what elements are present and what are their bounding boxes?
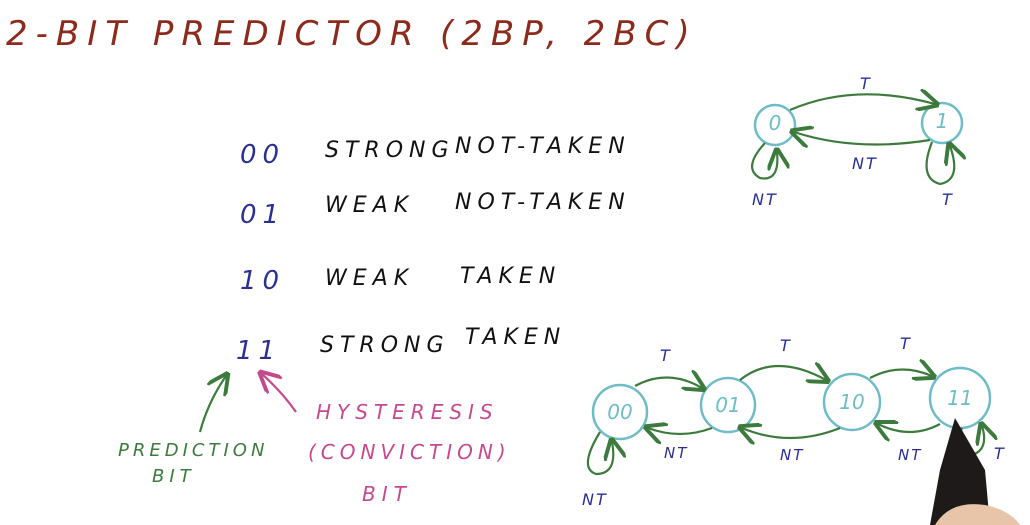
edge-t-10-11	[869, 369, 932, 378]
page-subtitle: (2BP, 2BC)	[440, 14, 698, 54]
hysteresis-bit-label: HYSTERESIS	[316, 400, 499, 424]
hand-shape	[935, 504, 1020, 525]
state-label: NOT-TAKEN	[455, 134, 631, 159]
edge-nt	[794, 132, 931, 145]
edge-nt-10-01	[742, 428, 841, 438]
self-label-t: T	[942, 190, 952, 209]
hysteresis-bit-label: BIT	[362, 482, 412, 506]
edge-label-t: T	[780, 336, 790, 355]
node-label-11: 11	[947, 386, 973, 410]
state-label: TAKEN	[465, 325, 567, 350]
state-label: WEAK	[325, 266, 415, 291]
state-code: 01	[240, 200, 286, 230]
edge-t-00-01	[634, 377, 702, 388]
edge-label-t: T	[660, 346, 670, 365]
pen-shape	[930, 418, 990, 525]
prediction-bit-label: PREDICTION	[118, 440, 269, 461]
state-code: 10	[240, 266, 286, 296]
prediction-bit-label: BIT	[152, 466, 196, 487]
self-label-t: T	[994, 444, 1004, 463]
node-01	[699, 376, 757, 434]
node-0	[753, 103, 797, 147]
edge-nt-01-00	[648, 428, 713, 434]
prediction-arrow	[198, 376, 226, 433]
edge-t	[789, 94, 935, 110]
node-label-1: 1	[935, 109, 949, 133]
state-label: STRONG	[320, 333, 450, 358]
node-label-01: 01	[715, 393, 741, 417]
self-t	[925, 142, 955, 186]
state-label: STRONG	[325, 138, 455, 163]
node-label-10: 10	[839, 390, 865, 414]
self-nt	[751, 142, 777, 180]
edge-label-nt: NT	[664, 444, 689, 462]
self-label-nt: NT	[752, 190, 778, 209]
hysteresis-bit-label: (CONVICTION)	[308, 440, 511, 464]
state-code: 11	[236, 336, 282, 366]
state-label: WEAK	[325, 193, 415, 218]
edge-label-t: T	[900, 334, 910, 353]
edge-label-t: T	[860, 74, 870, 93]
self-label-nt: NT	[582, 490, 608, 509]
state-label: NOT-TAKEN	[455, 190, 631, 215]
node-label-00: 00	[607, 400, 633, 424]
self-nt-00	[586, 431, 613, 476]
edge-nt-11-10	[878, 424, 941, 432]
node-10	[822, 372, 882, 432]
edge-label-nt: NT	[898, 446, 923, 464]
edge-label-nt: NT	[852, 154, 878, 173]
edge-t-01-10	[739, 366, 826, 380]
state-code: 00	[240, 140, 286, 170]
node-label-0: 0	[768, 111, 782, 135]
edge-label-nt: NT	[780, 446, 805, 464]
state-label: TAKEN	[460, 264, 562, 289]
hysteresis-arrow	[262, 374, 297, 413]
page-title: 2-BIT PREDICTOR	[6, 14, 422, 54]
